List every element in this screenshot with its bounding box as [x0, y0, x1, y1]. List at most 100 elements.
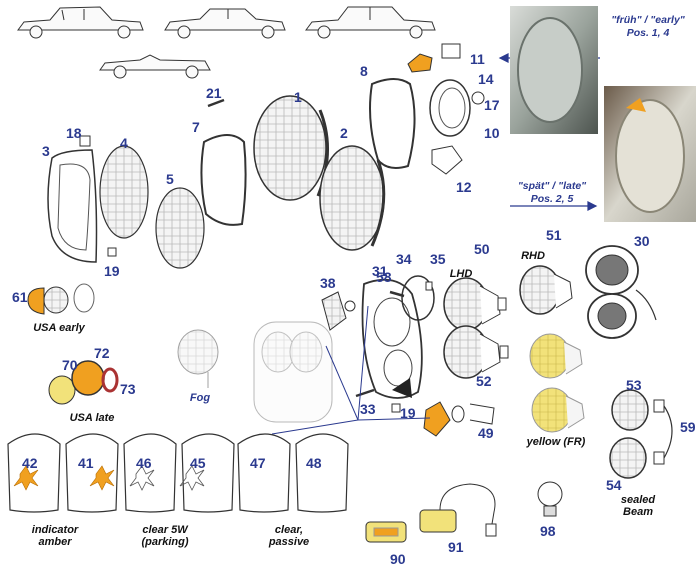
part-number: 58 — [376, 269, 392, 285]
part-number: 98 — [540, 523, 556, 539]
part-number: 8 — [360, 63, 368, 79]
lens-5 — [155, 187, 205, 269]
part-number: 51 — [546, 227, 562, 243]
part-number: 42 — [22, 455, 38, 471]
yellow-lamp-bottom — [531, 387, 585, 433]
parking-starbursts — [129, 465, 205, 491]
part-number: 91 — [448, 539, 464, 555]
part-number: 5 — [166, 171, 174, 187]
part-number: 17 — [484, 97, 500, 113]
part-number: 34 — [396, 251, 412, 267]
part-number: 1 — [294, 89, 302, 105]
part-number: 70 — [62, 357, 78, 373]
bulb-holder-10 — [429, 79, 471, 137]
screw-33 — [355, 388, 375, 398]
part-number: 52 — [476, 373, 492, 389]
caption-rhd: RHD — [521, 250, 545, 262]
part-number: 46 — [136, 455, 152, 471]
part-number: 14 — [478, 71, 494, 87]
part-number: 54 — [606, 477, 622, 493]
caption-fog: Fog — [189, 392, 211, 404]
caption-usa-early: USA early — [33, 322, 85, 334]
caption-clear: clear, — [274, 524, 304, 536]
housing-30 — [585, 245, 657, 339]
part-number: 30 — [634, 233, 650, 249]
part-number: 10 — [484, 125, 500, 141]
ring-34 — [401, 275, 435, 321]
part-number: 19 — [104, 263, 120, 279]
part-number: 7 — [192, 119, 200, 135]
headlight-assembly-1 — [253, 95, 329, 201]
car-convertible-icon — [99, 54, 211, 79]
part-number: 18 — [66, 125, 82, 141]
part-number: 35 — [430, 251, 446, 267]
caption-parking: (parking) — [141, 536, 189, 548]
part-number: 33 — [360, 401, 376, 417]
screw-21 — [207, 98, 225, 108]
clip-19b — [391, 403, 401, 413]
wire-59 — [663, 405, 673, 459]
bezel-row — [7, 433, 349, 513]
plate-11 — [441, 43, 461, 59]
part-number: 73 — [120, 381, 136, 397]
part-number: 72 — [94, 345, 110, 361]
usa-early-lamp — [27, 283, 95, 315]
part-number: 19 — [400, 405, 416, 421]
lens-38 — [321, 291, 347, 331]
part-number: 53 — [626, 377, 642, 393]
lens-4 — [99, 145, 149, 239]
part-number: 11 — [470, 51, 485, 67]
annotation-late-2: Pos. 2, 5 — [530, 193, 574, 205]
part-number: 61 — [12, 289, 28, 305]
car-coupe-icon — [164, 8, 286, 39]
headlamp-52 — [443, 325, 509, 379]
annotation-early-1: "früh" / "early" — [611, 14, 685, 26]
housing-ghost — [253, 321, 333, 423]
caption-yellow-fr: yellow (FR) — [526, 436, 586, 448]
caption-passive: passive — [268, 536, 310, 548]
caption-beam: Beam — [623, 506, 653, 518]
part-number: 90 — [390, 551, 406, 567]
part-number: 45 — [190, 455, 206, 471]
bulb-icon — [537, 481, 563, 517]
part-number: 59 — [680, 419, 696, 435]
photo-late-headlamp — [604, 86, 696, 222]
marker-90 — [365, 521, 407, 543]
amber-cap-14 — [407, 53, 433, 73]
amber-lamp-49 — [423, 401, 495, 437]
seal-7 — [200, 134, 247, 226]
bezel-31 — [361, 278, 423, 399]
marker-91 — [419, 483, 497, 537]
socket-38b — [344, 300, 356, 312]
frame-8 — [369, 78, 416, 169]
part-number: 48 — [306, 455, 322, 471]
socket-17 — [471, 91, 485, 105]
part-number: 31 — [372, 263, 388, 279]
headlamp-51 — [519, 265, 573, 315]
caption-amber: amber — [38, 536, 72, 548]
caption-sealed: sealed — [620, 494, 656, 506]
clip-18 — [79, 135, 91, 147]
caption-indicator: indicator — [31, 524, 79, 536]
clip-35 — [425, 281, 433, 291]
caption-usa-late: USA late — [69, 412, 115, 424]
part-number: 3 — [42, 143, 50, 159]
annotation-late-1: "spät" / "late" — [517, 180, 587, 192]
car-sedan-icon — [17, 6, 144, 39]
annotation-early-2: Pos. 1, 4 — [626, 27, 670, 39]
chrome-rim-3 — [47, 149, 98, 263]
clip-19 — [107, 247, 117, 257]
photo-early-headlamp — [510, 6, 598, 134]
yellow-lamp-top — [529, 333, 583, 379]
part-number: 4 — [120, 135, 128, 151]
headlamp-50 — [443, 277, 507, 331]
usa-late-lamp — [48, 360, 119, 405]
part-number: 12 — [456, 179, 472, 195]
reflector-12 — [431, 145, 463, 175]
part-number: 38 — [320, 275, 336, 291]
part-number: 21 — [206, 85, 222, 101]
headlight-assembly-2 — [319, 145, 386, 251]
part-number: 2 — [340, 125, 348, 141]
